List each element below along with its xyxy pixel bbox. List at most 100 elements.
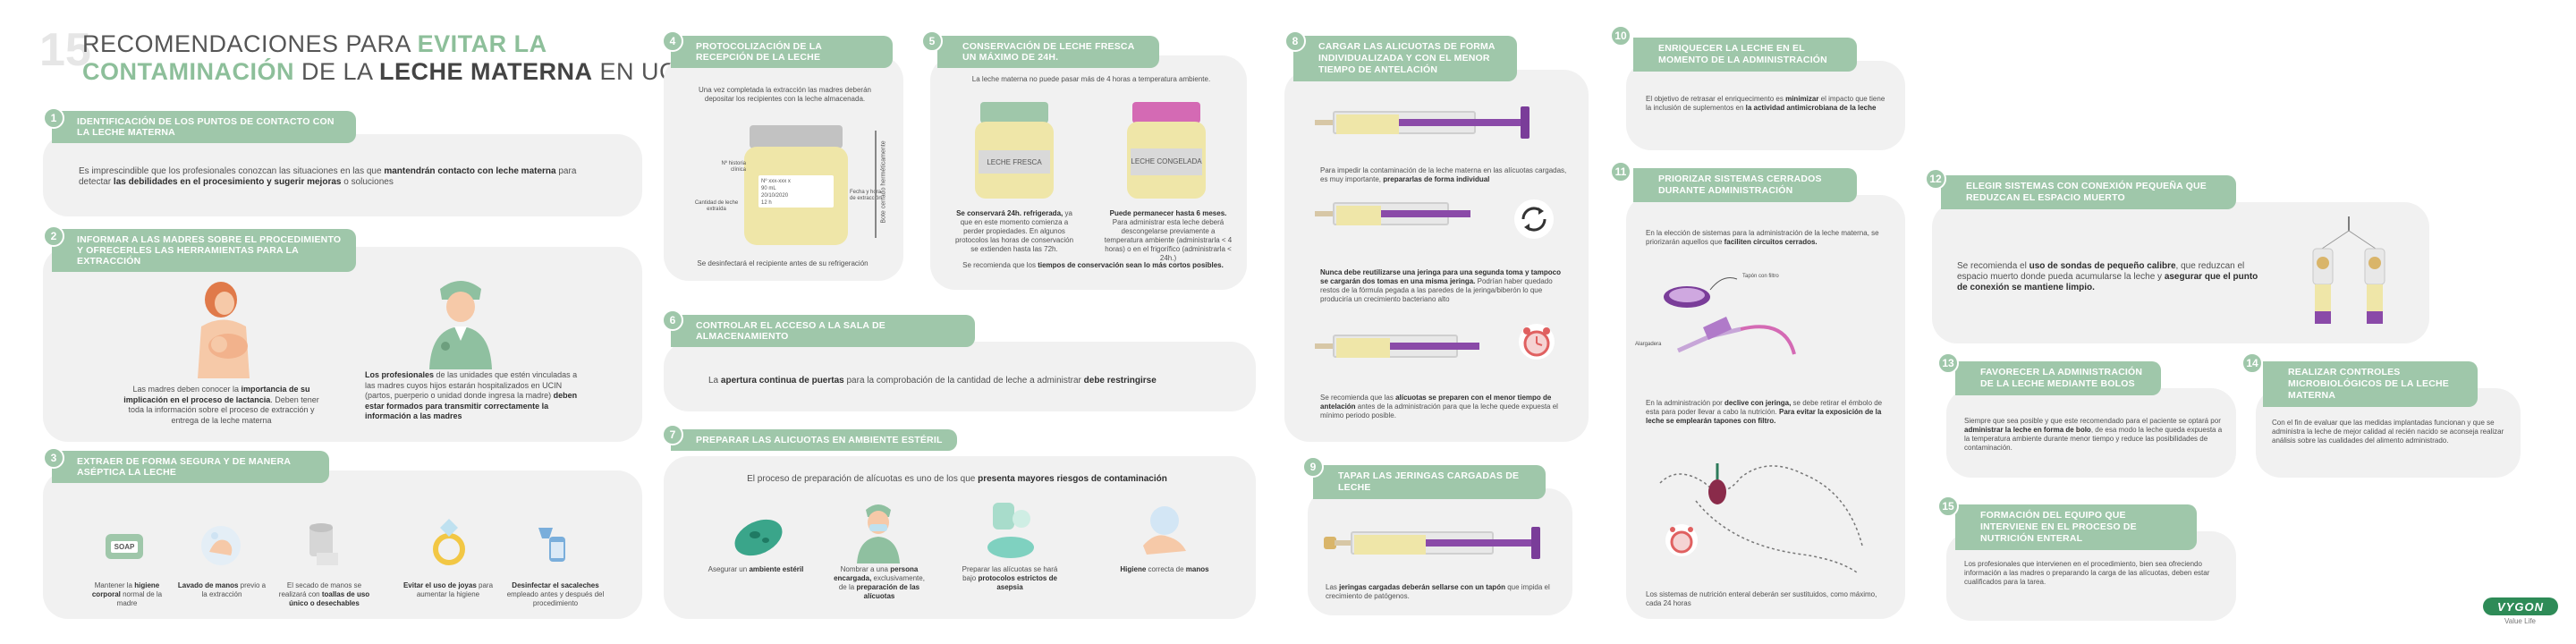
syringe-3: [1315, 331, 1503, 370]
section-14-text: Con el fin de evaluar que las medidas im…: [2272, 419, 2504, 445]
fresh-bottle-lid: [980, 102, 1048, 123]
step-3-body-hygiene: Mantener la higiene corporal normal de l…: [91, 581, 163, 607]
section-12-number: 12: [1925, 168, 1946, 190]
label-sealed-container: Bote cerrado herméticamente: [880, 140, 887, 224]
small-connector-illustration: [2312, 216, 2385, 324]
step-7-sterile-environment: Asegurar un ambiente estéril: [708, 565, 804, 573]
section-14-number: 14: [2241, 352, 2263, 374]
section-1-panel: [43, 134, 642, 216]
section-10-number: 10: [1610, 25, 1631, 47]
section-6-header: CONTROLAR EL ACCESO A LA SALA DE ALMACEN…: [671, 315, 975, 347]
fresh-bottle-label: LECHE FRESCA: [979, 150, 1050, 174]
enteral-system-illustration: [1659, 463, 1863, 573]
frozen-bottle-label: LECHE CONGELADA: [1131, 148, 1202, 175]
step-3-hand-drying: El secado de manos se realizará con toal…: [278, 581, 370, 607]
label-date-time: Fecha y hora de extracción: [850, 190, 882, 201]
nurse-illustration: [429, 281, 492, 369]
mother-breastfeeding-illustration: [198, 282, 250, 378]
section-13-text: Siempre que sea posible y que este recom…: [1964, 417, 2223, 452]
hand-hygiene-icon: [1143, 506, 1186, 555]
section-15-text: Los profesionales que intervienen en el …: [1964, 560, 2210, 586]
section-8-text-2: Nunca debe reutilizarse una jeringa para…: [1320, 268, 1561, 303]
section-4-number: 4: [662, 30, 683, 52]
vygon-logo: VYGON: [2483, 597, 2558, 615]
label-milk-amount: Cantidad de leche extraída: [694, 200, 739, 212]
section-8-text-3: Se recomienda que las alícuotas se prepa…: [1320, 394, 1558, 419]
step-7-asepsis-protocols: Preparar las alícuotas se hará bajo prot…: [962, 565, 1058, 591]
bacteria-icon: [734, 519, 783, 556]
section-9-header: TAPAR LAS JERINGAS CARGADAS DE LECHE: [1313, 465, 1546, 499]
section-1-header: IDENTIFICACIÓN DE LOS PUNTOS DE CONTACTO…: [52, 111, 356, 143]
section-7-number: 7: [662, 424, 683, 445]
section-5-intro: La leche materna no puede pasar más de 4…: [971, 75, 1211, 83]
section-15-number: 15: [1937, 496, 1959, 517]
label-line-1: Nº xxx-xxx x: [761, 179, 791, 184]
frozen-bottle-lid: [1132, 102, 1200, 123]
section-7-header: PREPARAR LAS ALICUOTAS EN AMBIENTE ESTÉR…: [671, 429, 957, 451]
section-11-text-1: En la elección de sistemas para la admin…: [1646, 229, 1879, 246]
section-4-footer: Se desinfectará el recipiente antes de s…: [697, 259, 869, 267]
section-15-header: FORMACIÓN DEL EQUIPO QUE INTERVIENE EN E…: [1955, 504, 2197, 550]
step-3-no-jewelry: Evitar el uso de joyas para aumentar la …: [402, 581, 494, 598]
section-2-number: 2: [43, 225, 64, 247]
section-5-header: CONSERVACIÓN DE LECHE FRESCA UN MÁXIMO D…: [937, 36, 1159, 68]
label-extension-line: Alargadera: [1635, 342, 1662, 347]
section-13-number: 13: [1937, 352, 1959, 374]
section-12-panel: [1932, 202, 2429, 343]
paper-towel-icon: [309, 523, 338, 565]
page-title: RECOMENDACIONES PARA EVITAR LA CONTAMINA…: [82, 30, 703, 85]
step-3-disinfect-pump: Desinfectar el sacaleches empleado antes…: [506, 581, 605, 607]
section-10-header: ENRIQUECER LA LECHE EN EL MOMENTO DE LA …: [1633, 38, 1857, 72]
reuse-cycle-icon: [1514, 199, 1554, 239]
label-line-2: 90 mL: [761, 186, 776, 191]
alarm-clock-icon: [1519, 324, 1555, 360]
fresh-milk-text: Se conservará 24h. refrigerada, ya que e…: [954, 209, 1074, 253]
section-9-text: Las jeringas cargadas deberán sellarse c…: [1326, 583, 1550, 600]
section-2-panel: [43, 247, 642, 442]
breast-pump-icon: [538, 528, 565, 562]
section-11-text-3: Los sistemas de nutrición enteral deberá…: [1646, 590, 1877, 607]
label-history-number: Nº historia clínica: [721, 161, 746, 173]
syringe-2: [1315, 199, 1494, 238]
section-12-text: Se recomienda el uso de sondas de pequeñ…: [1957, 261, 2258, 292]
section-6-panel: [664, 342, 1256, 411]
section-7-intro: El proceso de preparación de alícuotas e…: [747, 474, 1167, 484]
section-1-number: 1: [43, 107, 64, 129]
section-8-number: 8: [1284, 30, 1306, 52]
section-11-text-2: En la administración por declive con jer…: [1646, 399, 1883, 425]
step-3-handwashing: Lavado de manos previo a la extracción: [177, 581, 267, 598]
step-7-hand-hygiene: Higiene correcta de manos: [1120, 565, 1209, 573]
syringe-1: [1315, 106, 1547, 150]
section-13-header: FAVORECER LA ADMINISTRACIÓN DE LA LECHE …: [1955, 361, 2161, 395]
section-1-text: Es imprescindible que los profesionales …: [79, 166, 577, 187]
label-filter-cap: Tapón con filtro: [1742, 274, 1779, 279]
section-9-number: 9: [1302, 456, 1324, 478]
section-11-number: 11: [1610, 161, 1631, 182]
milk-label: Nº xxx-xxx x 90 mL 20/10/2020 12 h: [758, 175, 834, 208]
section-6-number: 6: [662, 309, 683, 331]
step-7-designated-person: Nombrar a una persona encargada, exclusi…: [834, 565, 925, 600]
section-14-header: REALIZAR CONTROLES MICROBIOLÓGICOS DE LA…: [2263, 361, 2478, 407]
section-4-intro: Una vez completada la extracción las mad…: [699, 86, 871, 103]
section-2-header: INFORMAR A LAS MADRES SOBRE EL PROCEDIMI…: [52, 229, 356, 272]
title-number: 15: [39, 24, 91, 76]
section-13-panel: [1946, 388, 2236, 478]
section-10-panel: [1626, 61, 1905, 150]
frozen-milk-text: Puede permanecer hasta 6 meses. Para adm…: [1104, 209, 1233, 262]
section-3-header: EXTRAER DE FORMA SEGURA Y DE MANERA ASÉP…: [52, 451, 329, 483]
label-line-4: 12 h: [761, 200, 772, 206]
section-6-text: La apertura continua de puertas para la …: [708, 376, 1157, 386]
capped-syringe: [1324, 526, 1556, 565]
section-8-header: CARGAR LAS ALICUOTAS DE FORMA INDIVIDUAL…: [1293, 36, 1517, 81]
bracket-line: [875, 131, 877, 238]
ring-icon: [433, 519, 465, 565]
section-2-professionals-text: Los profesionales de las unidades que es…: [365, 370, 578, 420]
section-2-mothers-text: Las madres deben conocer la importancia …: [123, 385, 319, 425]
section-5-number: 5: [921, 30, 943, 52]
section-4-header: PROTOCOLIZACIÓN DE LA RECEPCIÓN DE LA LE…: [671, 36, 893, 68]
sterile-tray-icon: [987, 503, 1034, 558]
handwash-icon: [201, 526, 241, 565]
filter-cap-illustration: [1664, 277, 1796, 355]
vygon-tagline: Value Life: [2504, 617, 2536, 625]
section-12-header: ELEGIR SISTEMAS CON CONEXIÓN PEQUEÑA QUE…: [1941, 175, 2236, 209]
